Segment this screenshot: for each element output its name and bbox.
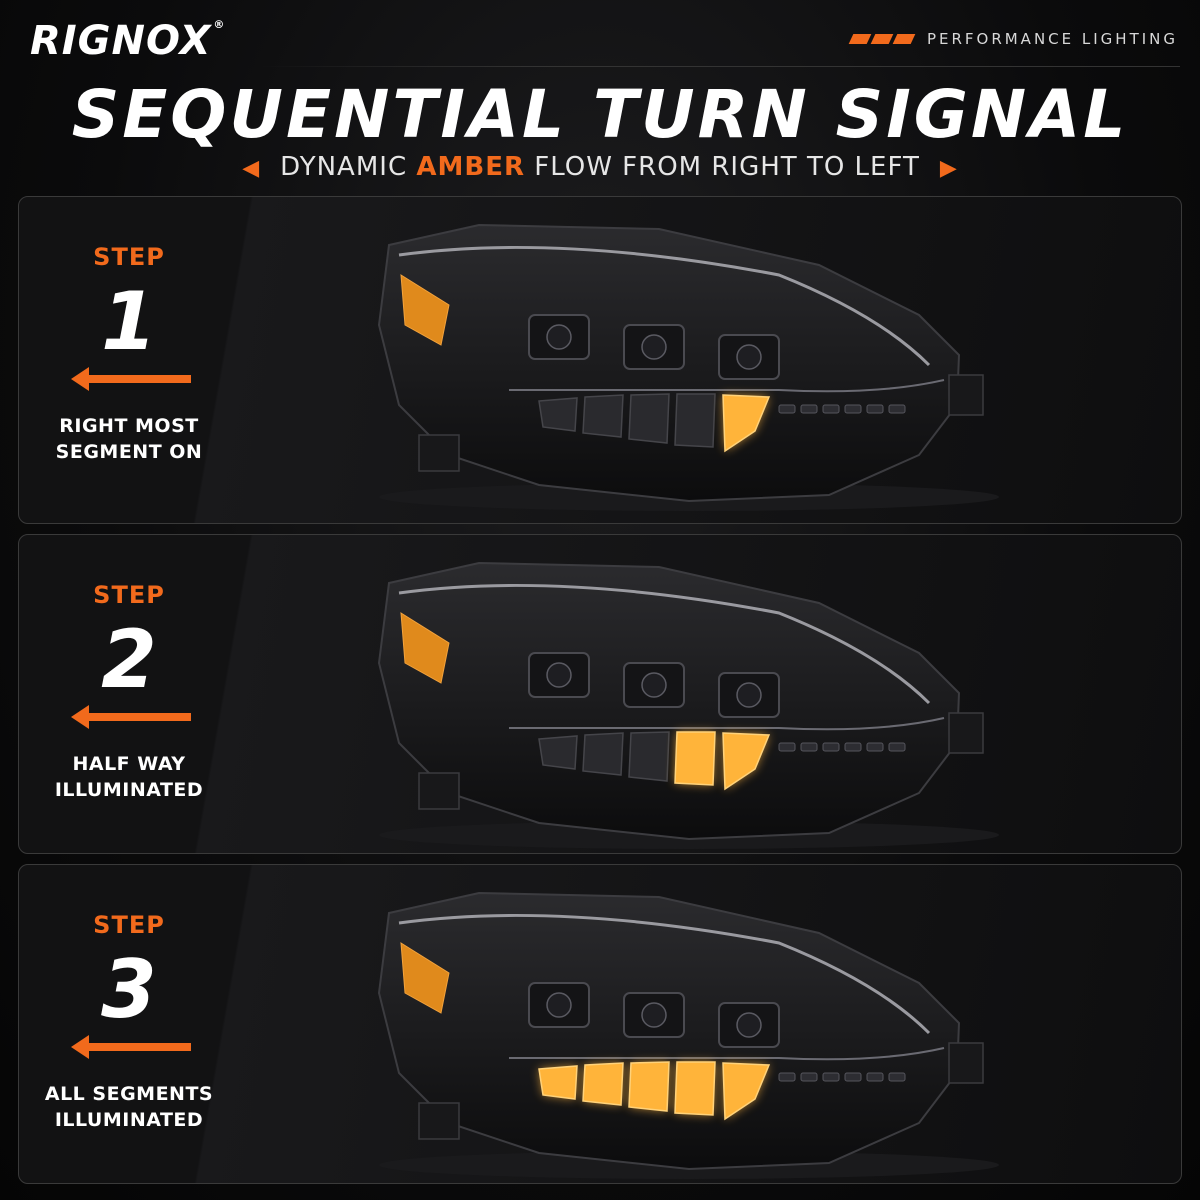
side-marker [400,612,450,684]
desc-line2: ILLUMINATED [54,1109,204,1131]
led-cell [800,1072,818,1082]
mounting-bracket [948,1042,984,1084]
desc-line1: ALL SEGMENTS [44,1083,214,1105]
arrow-left-icon [71,705,191,729]
arrow-left-icon [71,367,191,391]
segment-off [538,397,578,432]
step-panel-2: STEP 2 HALF WAY ILLUMINATED [18,534,1182,854]
step-number: 3 [101,943,157,1036]
projector-lens [546,992,572,1018]
segment-lit [628,1061,670,1112]
step-description: HALF WAY ILLUMINATED [19,751,239,803]
led-cell [822,1072,840,1082]
step-number: 2 [101,613,157,706]
arrow-left-icon [71,1035,191,1059]
brand-name: RIGNOX [30,18,212,64]
chevron-left-icon: ◀ [242,156,261,181]
led-cell [888,742,906,752]
led-cell [778,1072,796,1082]
segment-lit [722,1062,771,1121]
mounting-bracket [418,1102,460,1140]
projector-lens [546,662,572,688]
step-panel-1: STEP 1 RIGHT MOST SEGMENT ON [18,196,1182,524]
led-cell [800,404,818,414]
projector-lens [736,344,762,370]
segment-off [538,735,578,770]
projector-lens [641,334,667,360]
led-cell [844,1072,862,1082]
page-title: SEQUENTIAL TURN SIGNAL [71,76,1129,153]
segment-lit [674,1061,716,1116]
led-cell [888,1072,906,1082]
projector-lens [736,682,762,708]
led-cell [800,742,818,752]
side-marker [400,942,450,1014]
projector-lens [736,1012,762,1038]
subtitle-suffix: FLOW FROM RIGHT TO LEFT [524,152,920,182]
segment-off [628,393,670,444]
led-cell [778,404,796,414]
segment-lit [674,731,716,786]
segment-off [582,394,624,438]
chrome-line [398,245,931,367]
segment-off [628,731,670,782]
headlight-image [377,561,999,849]
step-label: STEP [93,581,165,609]
drl-outline [509,717,945,731]
projector-lens [641,1002,667,1028]
chevron-right-icon: ▶ [939,156,958,181]
segment-lit [582,1062,624,1106]
subtitle: ◀ DYNAMIC AMBER FLOW FROM RIGHT TO LEFT ▶ [0,152,1200,182]
subtitle-prefix: DYNAMIC [280,152,417,182]
step-description: RIGHT MOST SEGMENT ON [19,413,239,465]
chrome-line [398,913,931,1035]
led-cell [778,742,796,752]
desc-line2: ILLUMINATED [54,779,204,801]
segment-lit [538,1065,578,1100]
segment-off [674,393,716,448]
desc-line2: SEGMENT ON [55,441,203,463]
stripes-icon [848,34,916,44]
registered-mark: ® [213,18,226,31]
led-cell [844,404,862,414]
subtitle-accent: AMBER [416,152,525,182]
mounting-bracket [418,434,460,472]
step-label: STEP [93,243,165,271]
tagline-text: PERFORMANCE LIGHTING [926,30,1178,48]
mounting-bracket [948,712,984,754]
step-label: STEP [93,911,165,939]
desc-line1: RIGHT MOST [59,415,199,437]
mounting-bracket [418,772,460,810]
step-panel-3: STEP 3 ALL SEGMENTS ILLUMINATED [18,864,1182,1184]
led-cell [866,1072,884,1082]
tagline: PERFORMANCE LIGHTING [848,30,1178,48]
brand-logo: RIGNOX® [30,18,225,64]
led-cell [822,404,840,414]
headlight-image [377,891,999,1179]
drl-outline [509,379,945,393]
projector-lens [641,672,667,698]
segment-lit [722,394,771,453]
segment-off [582,732,624,776]
mounting-bracket [948,374,984,416]
header-divider [260,66,1180,67]
drl-outline [509,1047,945,1061]
led-cell [822,742,840,752]
led-cell [866,404,884,414]
step-description: ALL SEGMENTS ILLUMINATED [19,1081,239,1133]
led-cell [844,742,862,752]
side-marker [400,274,450,346]
led-cell [888,404,906,414]
headlight-image [377,223,999,511]
chrome-line [398,583,931,705]
step-number: 1 [101,275,157,368]
led-cell [866,742,884,752]
desc-line1: HALF WAY [72,753,186,775]
segment-lit [722,732,771,791]
projector-lens [546,324,572,350]
